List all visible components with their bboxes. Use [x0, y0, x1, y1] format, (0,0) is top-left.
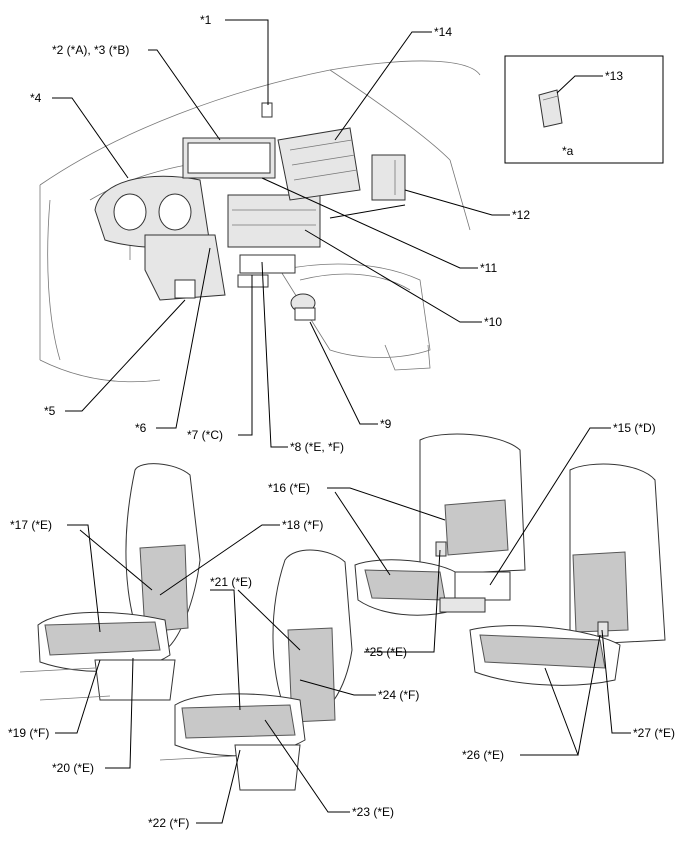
leader-lines: [52, 19, 631, 824]
label-14: *14: [434, 25, 452, 39]
label-26: *26 (*E): [462, 748, 504, 762]
label-2-3: *2 (*A), *3 (*B): [52, 43, 129, 57]
shift-knob: [290, 293, 316, 321]
rear-seat: [354, 433, 666, 686]
label-a: *a: [562, 144, 574, 158]
label-19: *19 (*F): [8, 726, 49, 740]
label-6: *6: [135, 421, 147, 435]
label-13: *13: [605, 69, 623, 83]
inset-box: [504, 55, 664, 164]
label-21: *21 (*E): [210, 575, 252, 589]
front-seat-left: [19, 463, 201, 701]
label-11: *11: [480, 261, 497, 275]
ecu-box-12: [371, 154, 406, 201]
label-17: *17 (*E): [10, 518, 52, 532]
label-12: *12: [512, 208, 530, 222]
label-9: *9: [380, 417, 392, 431]
label-5: *5: [44, 404, 56, 418]
label-23: *23 (*E): [352, 805, 394, 819]
callout-labels: *1 *2 (*A), *3 (*B) *4 *5 *6 *7 (*C) *8 …: [8, 13, 675, 830]
label-16: *16 (*E): [268, 481, 310, 495]
label-22: *22 (*F): [148, 816, 189, 830]
label-20: *20 (*E): [52, 761, 94, 775]
label-1: *1: [200, 13, 212, 27]
front-seat-right: [159, 549, 353, 791]
label-24: *24 (*F): [378, 688, 419, 702]
center-stack-unit: [227, 194, 321, 288]
sensor-1: [261, 102, 273, 118]
label-27: *27 (*E): [633, 726, 675, 740]
steering-column-ecu: [144, 234, 226, 301]
multi-display-assembly: [182, 137, 276, 179]
air-conditioning-unit: [277, 127, 361, 201]
label-4: *4: [30, 91, 42, 105]
label-25: *25 (*E): [365, 645, 407, 659]
label-15: *15 (*D): [613, 421, 656, 435]
label-18: *18 (*F): [282, 518, 323, 532]
combination-meter: [94, 175, 211, 249]
label-7: *7 (*C): [187, 428, 223, 442]
label-10: *10: [484, 315, 502, 329]
label-8: *8 (*E, *F): [290, 440, 344, 454]
